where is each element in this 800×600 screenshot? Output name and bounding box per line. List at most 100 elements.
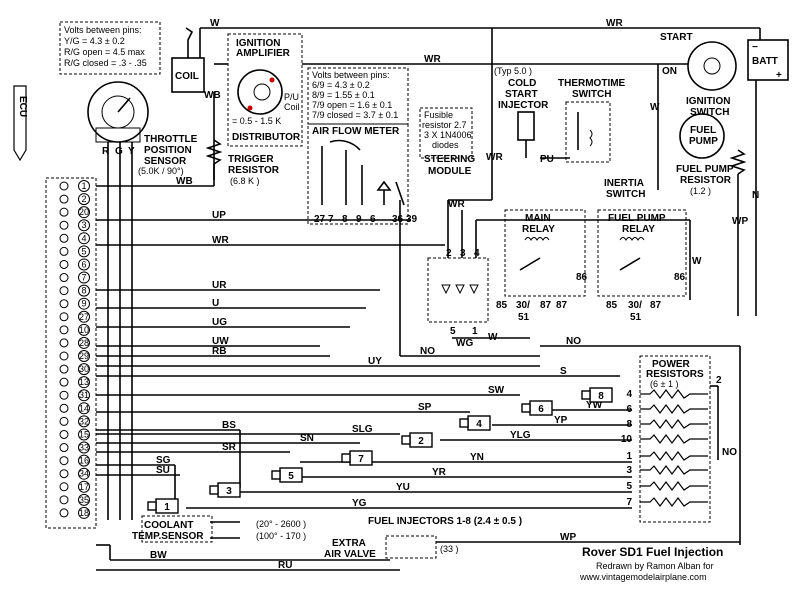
no-wires: NO NO NO xyxy=(399,200,741,545)
ecu-pin-number: 17 xyxy=(79,482,89,492)
ecu-pin: 8 xyxy=(59,284,90,297)
svg-text:SR: SR xyxy=(222,442,237,453)
svg-text:UW: UW xyxy=(212,336,229,347)
coolant-temp-sensor: COOLANT TEMP.SENSOR (20° - 2600 ) (100° … xyxy=(132,515,306,543)
injector-number: 6 xyxy=(538,404,544,415)
svg-text:POSITION: POSITION xyxy=(144,145,192,156)
ecu-pin: 15 xyxy=(59,428,90,441)
ecu-pin: 28 xyxy=(59,336,90,349)
ecu-pin-number: 30 xyxy=(79,364,89,374)
fuel-injector: 1 xyxy=(147,498,179,514)
ecu-pin: 7 xyxy=(59,271,90,284)
ecu-pin-number: 1 xyxy=(81,181,86,191)
svg-text:SENSOR: SENSOR xyxy=(144,156,187,167)
svg-text:SWITCH: SWITCH xyxy=(572,89,611,100)
svg-text:FUEL PUMP: FUEL PUMP xyxy=(608,213,666,224)
svg-text:UP: UP xyxy=(212,210,226,221)
steering-pin: 4 xyxy=(474,248,480,259)
injector-number: 2 xyxy=(418,436,424,447)
diagram-title: Rover SD1 Fuel Injection xyxy=(582,545,723,559)
svg-text:86: 86 xyxy=(576,272,588,283)
svg-text:87: 87 xyxy=(540,300,552,311)
svg-text:POWER: POWER xyxy=(652,359,691,370)
ignition-switch: START ON IGNITION SWITCH xyxy=(660,32,737,118)
svg-text:COLD: COLD xyxy=(508,78,536,89)
svg-text:IGNITION: IGNITION xyxy=(686,96,730,107)
svg-text:WP: WP xyxy=(732,216,748,227)
steering-pin: 5 xyxy=(450,326,456,337)
svg-text:W: W xyxy=(650,102,660,113)
extra-air-valve: EXTRA AIR VALVE (33 ) WP BW RU xyxy=(96,532,740,571)
svg-text:Y/G = 4.3 ± 0.2: Y/G = 4.3 ± 0.2 xyxy=(64,36,125,46)
ecu-pin: 30 xyxy=(59,363,90,376)
svg-text:YR: YR xyxy=(432,467,447,478)
ecu-pin-number: 9 xyxy=(81,299,86,309)
svg-text:7/9 closed = 3.7 ± 0.1: 7/9 closed = 3.7 ± 0.1 xyxy=(312,110,398,120)
fuel-injector: 6 xyxy=(521,400,553,416)
main-relay: MAIN RELAY 85 30/ 51 87 87 86 xyxy=(496,209,588,323)
svg-text:WR: WR xyxy=(606,18,623,29)
power-resistor-pin: 10 xyxy=(621,434,633,445)
injector-number: 5 xyxy=(288,471,294,482)
steering-pin: 1 xyxy=(472,326,478,337)
thermotime-switch: THERMOTIME SWITCH xyxy=(558,78,626,163)
svg-text:8/9 = 1.55 ± 0.1: 8/9 = 1.55 ± 0.1 xyxy=(312,90,375,100)
ecu-pin: 27 xyxy=(59,310,90,323)
svg-text:SG: SG xyxy=(156,455,171,466)
steering-pin: 3 xyxy=(460,248,466,259)
credit-line-2: www.vintagemodelairplane.com xyxy=(579,572,707,582)
ecu-pin: 6 xyxy=(59,258,90,271)
svg-text:YLG: YLG xyxy=(510,430,531,441)
svg-text:COOLANT: COOLANT xyxy=(144,520,193,531)
svg-text:W: W xyxy=(488,332,498,343)
injector-number: 7 xyxy=(358,454,364,465)
svg-text:TEMP.SENSOR: TEMP.SENSOR xyxy=(132,531,204,542)
ecu-pin: 35 xyxy=(59,493,90,506)
svg-text:85: 85 xyxy=(606,300,618,311)
svg-text:MODULE: MODULE xyxy=(428,166,472,177)
svg-text:= 0.5 - 1.5 K: = 0.5 - 1.5 K xyxy=(232,116,281,126)
svg-text:85: 85 xyxy=(496,300,508,311)
svg-text:THERMOTIME: THERMOTIME xyxy=(558,78,626,89)
svg-text:SU: SU xyxy=(156,465,170,476)
svg-text:30/: 30/ xyxy=(516,300,530,311)
svg-text:W: W xyxy=(210,18,220,29)
svg-text:YP: YP xyxy=(554,415,568,426)
ecu-pin-number: 18 xyxy=(79,508,89,518)
cold-start-injector: (Typ 5.0 ) COLD START INJECTOR PU xyxy=(494,66,570,165)
ecu-pin-number: 33 xyxy=(79,443,89,453)
power-resistor-pin: 8 xyxy=(626,419,632,430)
svg-text:(1.2 ): (1.2 ) xyxy=(690,186,711,196)
power-resistor-pin: 1 xyxy=(626,451,632,462)
ecu-pin-number: 31 xyxy=(79,390,89,400)
afm-pin: 39 xyxy=(406,214,418,225)
svg-text:(6.8 K ): (6.8 K ) xyxy=(230,176,260,186)
ecu-pin: 31 xyxy=(59,389,90,402)
power-resistor-pin: 7 xyxy=(626,497,632,508)
svg-text:(Typ 5.0 ): (Typ 5.0 ) xyxy=(494,66,532,76)
ecu-pin-number: 10 xyxy=(79,325,89,335)
svg-text:Y: Y xyxy=(128,146,135,157)
ecu-pin: 4 xyxy=(59,232,90,245)
svg-text:PU: PU xyxy=(540,154,554,165)
svg-text:N: N xyxy=(752,190,759,201)
tps-note: Volts between pins: Y/G = 4.3 ± 0.2 R/G … xyxy=(59,21,161,75)
svg-text:W: W xyxy=(692,256,702,267)
ecu-pin-number: 27 xyxy=(79,312,89,322)
ecu-pin-number: 3 xyxy=(81,220,86,230)
ecu-pin: 1 xyxy=(59,180,90,192)
throttle-position-sensor: R G Y THROTTLE POSITION SENSOR (5.0K / 9… xyxy=(87,81,198,520)
svg-text:RU: RU xyxy=(278,560,292,571)
svg-text:WB: WB xyxy=(176,176,193,187)
svg-text:86: 86 xyxy=(674,272,686,283)
ecu-pin: 20 xyxy=(59,206,90,219)
fuel-injector: 4 xyxy=(459,415,491,431)
fuel-injector: 7 xyxy=(341,450,373,466)
ecu-pin: 29 xyxy=(59,350,90,362)
svg-text:U: U xyxy=(212,298,219,309)
ecu-pin-number: 13 xyxy=(79,377,89,387)
svg-text:THROTTLE: THROTTLE xyxy=(144,134,198,145)
power-resistor: 10 xyxy=(621,434,708,445)
